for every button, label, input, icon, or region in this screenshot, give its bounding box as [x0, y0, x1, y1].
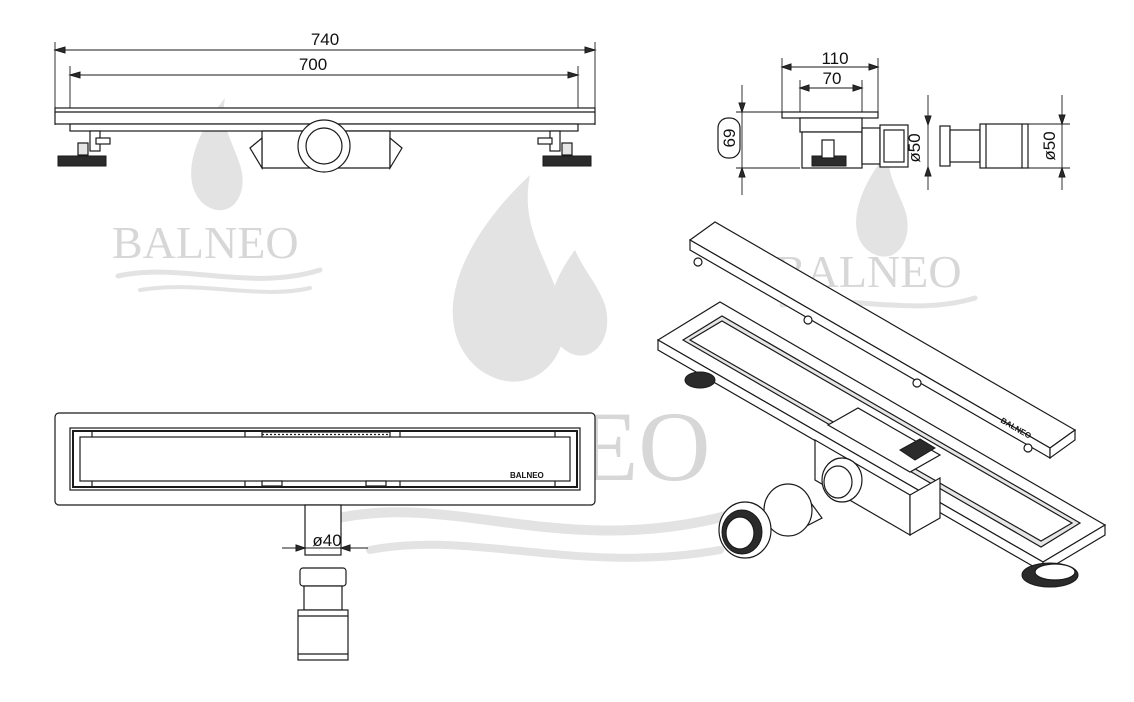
dimension-outlet-50-label: ø50	[905, 133, 924, 162]
side-view-outlet: ø50	[861, 95, 932, 190]
side-view-grate	[781, 111, 879, 119]
iso-outlets	[718, 457, 863, 559]
front-view: 740 700	[53, 30, 597, 173]
top-view-brand-label: BALNEO	[510, 471, 544, 480]
dimension-40-label: ø40	[312, 531, 341, 550]
dimension-70: 70	[798, 69, 864, 125]
top-view-channel	[69, 427, 581, 491]
side-view-pipe: ø50	[939, 95, 1070, 190]
side-view: 110 70 69	[717, 49, 1070, 195]
watermark-small-left: BALNEO	[112, 98, 323, 294]
dimension-pipe-50-label: ø50	[1040, 131, 1059, 160]
dimension-110-label: 110	[821, 49, 848, 68]
top-view-frame	[54, 412, 596, 506]
top-view-outlet: ø40	[282, 504, 368, 661]
top-view: BALNEO ø40	[54, 412, 596, 661]
watermark-text-left: BALNEO	[112, 217, 299, 268]
dimension-69-label: 69	[720, 129, 739, 148]
iso-grate: BALNEO	[688, 221, 1077, 460]
iso-feet	[684, 371, 1079, 588]
dimension-700: 700	[68, 55, 580, 110]
isometric-view: BALNEO	[656, 221, 1107, 588]
dimension-740: 740	[53, 30, 597, 125]
dimension-110: 110	[780, 49, 880, 118]
dimension-70-label: 70	[823, 69, 842, 88]
dimension-700-label: 700	[299, 55, 327, 74]
dimension-740-label: 740	[311, 30, 339, 49]
dimension-69: 69	[717, 85, 800, 195]
front-view-left-foot	[57, 130, 111, 167]
front-view-right-foot	[537, 130, 592, 167]
